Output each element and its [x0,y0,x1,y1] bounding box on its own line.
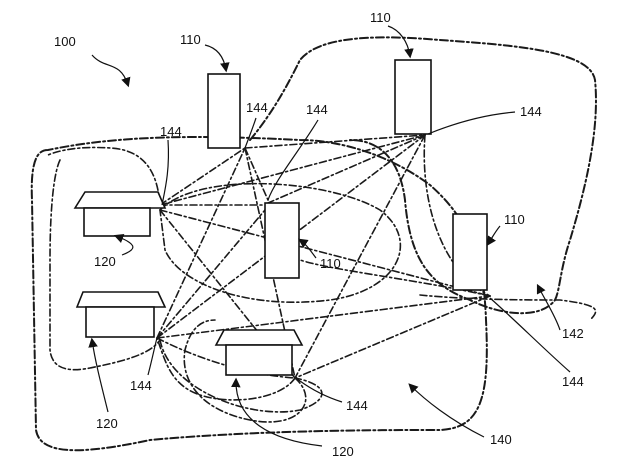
link-tr-c [267,134,426,204]
leader-120-ul [113,234,134,256]
link-tl-tr [244,134,426,149]
anchor-lower-left [75,291,167,338]
leader-120-ll [88,337,109,413]
center-loop [159,182,402,304]
label-100: 100 [54,34,76,49]
link-tl-c [244,147,269,201]
label-142: 142 [562,326,584,341]
link-ll-c [156,209,266,339]
sensor-center [264,202,300,279]
leader-100 [91,54,131,88]
leader-110-tr [387,25,414,59]
label-144-d: 144 [520,104,542,119]
link-ll-r [156,295,491,339]
link-ul-tl [159,147,246,206]
label-120-bottom: 120 [332,444,354,459]
link-ll-tl [156,147,246,339]
label-110-center: 110 [320,256,341,271]
link-ll-b [156,337,296,379]
label-120-lower-left: 120 [96,416,118,431]
label-144-e: 144 [130,378,152,393]
label-144-f: 144 [346,398,368,413]
leader-144-e [147,337,158,376]
leader-144-b [244,117,257,149]
bottom-loop-c [159,339,323,413]
left-upper-loop [47,146,161,206]
label-110-right: 110 [504,212,525,227]
label-120-upper-left: 120 [94,254,116,269]
leader-140 [408,383,485,438]
inner-boundary-142 [249,36,597,315]
link-tr-b [294,134,426,379]
outer-boundary-140 [30,136,488,452]
link-ul-r [159,209,491,297]
sensor-top-left [207,73,241,149]
label-144-g: 144 [562,374,584,389]
sensor-right [452,213,488,291]
leader-144-g [489,297,571,373]
sensor-top-right [394,59,432,135]
anchor-upper-left [73,191,167,237]
leader-144-c [267,119,319,201]
anchor-bottom [214,329,304,376]
label-144-c: 144 [306,102,328,117]
leader-110-c [298,238,317,259]
label-144-a: 144 [160,124,182,139]
leader-120-b [231,377,323,447]
label-110-top-left: 110 [180,32,201,47]
leader-144-f [295,377,343,403]
label-144-b: 144 [246,100,268,115]
leader-142 [536,283,561,331]
leader-144-a [161,139,170,206]
label-110-top-right: 110 [370,10,391,25]
link-ul-tr [159,134,426,206]
left-inner-loop [49,159,161,371]
link-r-b [294,295,491,379]
bottom-loop-b [156,337,296,401]
leader-110-tl [204,44,230,73]
label-140: 140 [490,432,512,447]
right-loop [419,294,597,321]
leader-144-d [427,111,516,135]
link-tr-r [423,134,491,297]
leader-110-r [486,225,501,246]
